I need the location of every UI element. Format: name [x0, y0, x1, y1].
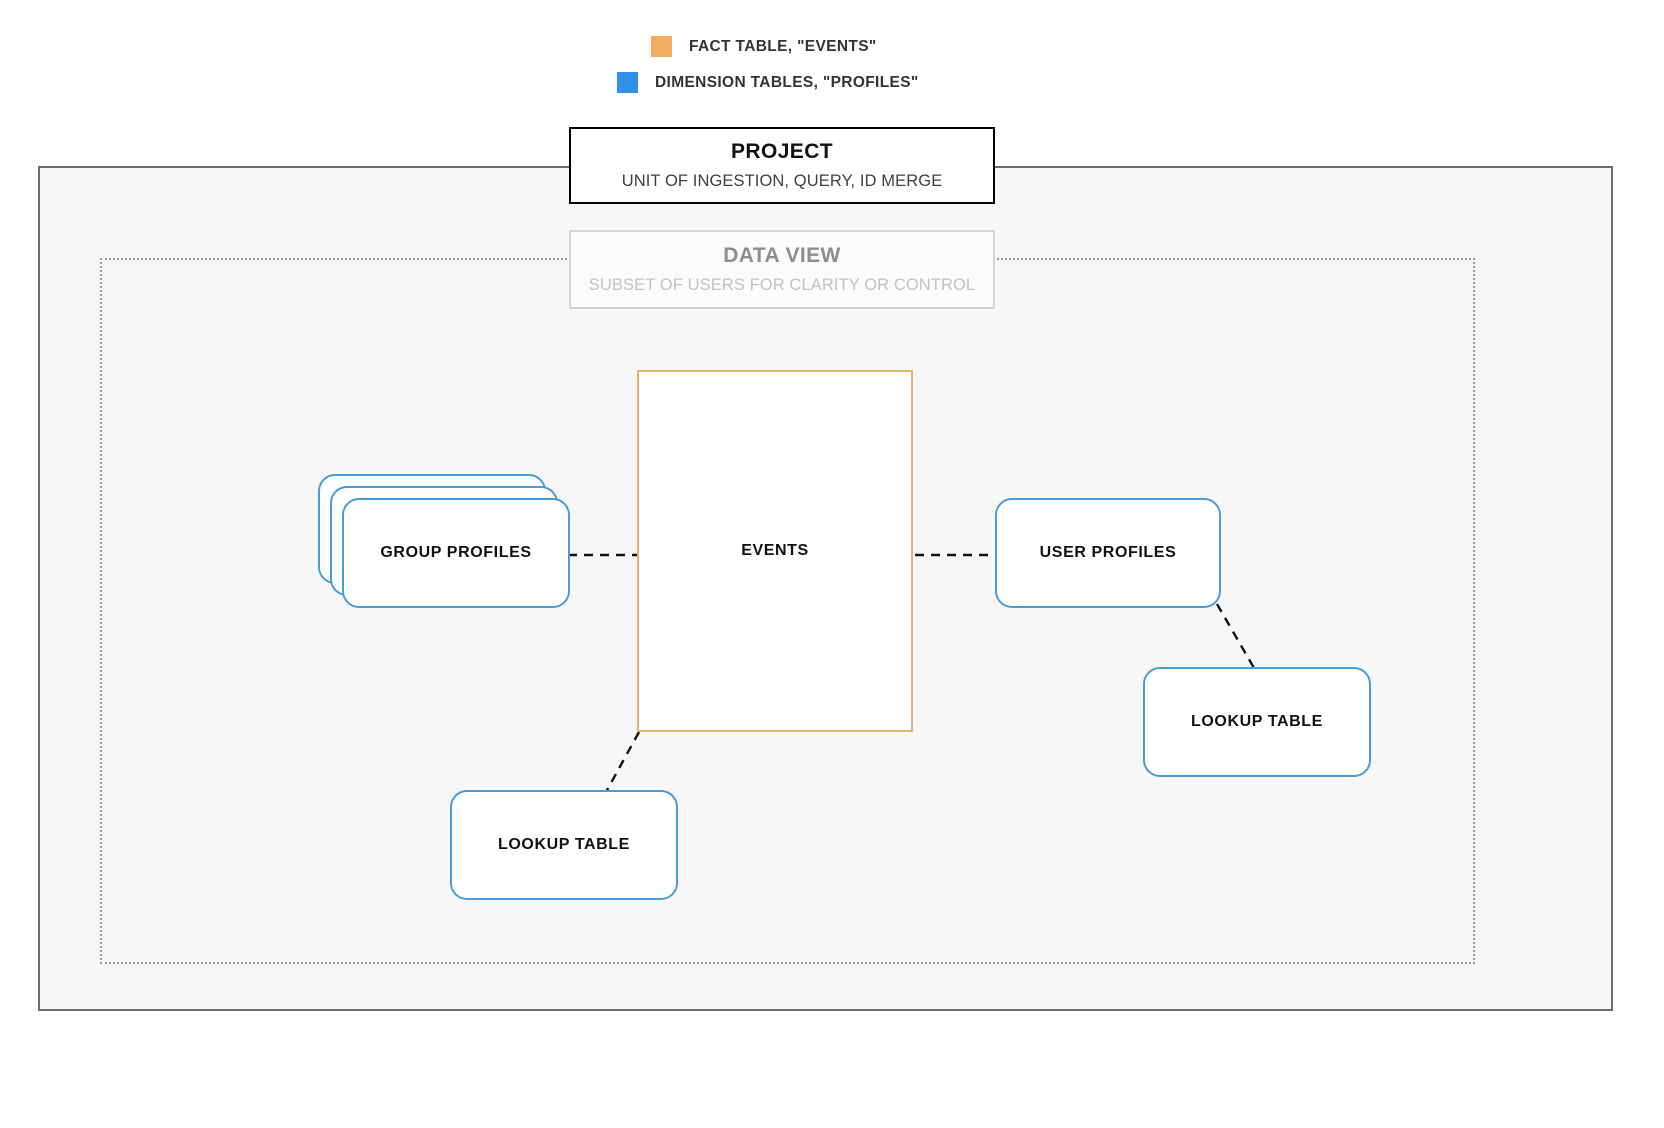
node-label-user-profiles: USER PROFILES [1039, 544, 1177, 561]
data-view-header-card[interactable]: DATA VIEW SUBSET OF USERS FOR CLARITY OR… [569, 230, 995, 309]
orange-square-swatch [651, 36, 672, 57]
node-label-group-profiles: GROUP PROFILES [380, 544, 532, 561]
node-group-profiles[interactable]: GROUP PROFILES [318, 474, 570, 608]
project-subtitle: UNIT OF INGESTION, QUERY, ID MERGE [621, 171, 943, 190]
group-profiles-stack-card-front[interactable]: GROUP PROFILES [342, 498, 570, 608]
node-label-lookup-table-right: LOOKUP TABLE [1191, 713, 1323, 730]
node-user-profiles[interactable]: USER PROFILES [995, 498, 1221, 608]
data-view-subtitle: SUBSET OF USERS FOR CLARITY OR CONTROL [588, 275, 976, 294]
project-header-card[interactable]: PROJECT UNIT OF INGESTION, QUERY, ID MER… [569, 127, 995, 204]
legend-item-fact-table: FACT TABLE, "EVENTS" [651, 36, 877, 57]
legend-label-dimension-tables: DIMENSION TABLES, "PROFILES" [655, 73, 919, 91]
node-label-events: EVENTS [741, 542, 809, 559]
node-lookup-table-left[interactable]: LOOKUP TABLE [450, 790, 678, 900]
legend-item-dimension-tables: DIMENSION TABLES, "PROFILES" [617, 72, 919, 93]
blue-square-swatch [617, 72, 638, 93]
node-label-lookup-table-left: LOOKUP TABLE [498, 836, 630, 853]
data-view-title: DATA VIEW [723, 244, 841, 268]
legend-label-fact-table: FACT TABLE, "EVENTS" [689, 37, 877, 55]
node-events[interactable]: EVENTS [637, 370, 913, 732]
node-lookup-table-right[interactable]: LOOKUP TABLE [1143, 667, 1371, 777]
project-title: PROJECT [731, 140, 833, 164]
